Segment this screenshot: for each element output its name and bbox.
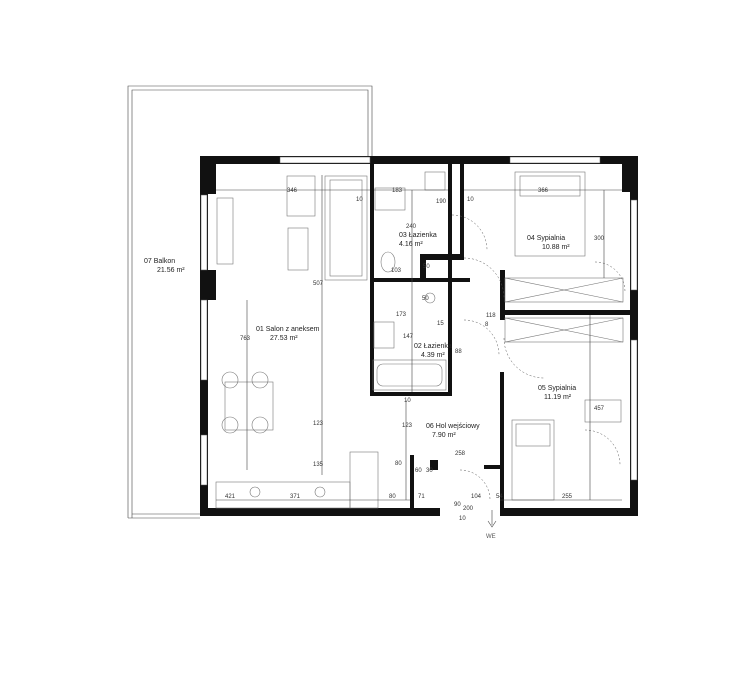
dim-label: 30 <box>426 468 433 474</box>
dim-label: 147 <box>403 334 414 340</box>
dim-label: 371 <box>290 494 301 500</box>
dim-label: 50 <box>423 264 430 270</box>
dim-label: 258 <box>455 451 466 457</box>
room-06-area: 7.90 m² <box>432 432 456 439</box>
dim-label: 255 <box>562 494 573 500</box>
room-01-area: 27.53 m² <box>270 335 298 342</box>
dim-label: 123 <box>402 423 413 429</box>
dim-label: 200 <box>463 506 474 512</box>
room-04-area: 10.88 m² <box>542 244 570 251</box>
room-05-area: 11.19 m² <box>544 394 572 401</box>
dim-label: 123 <box>313 421 324 427</box>
dim-label: 240 <box>406 224 417 230</box>
dim-label: 190 <box>436 199 447 205</box>
dimension-lines <box>216 175 622 501</box>
dim-label: 50 <box>422 296 429 302</box>
dim-label: 54 <box>496 494 503 500</box>
room-02-area: 4.39 m² <box>421 352 445 359</box>
furniture <box>215 171 624 509</box>
room-06-name: 06 Hol wejściowy <box>426 423 480 430</box>
dim-label: 103 <box>391 268 402 274</box>
dim-label: 10 <box>356 197 363 203</box>
dim-label: 366 <box>538 188 549 194</box>
dim-label: 8 <box>485 322 489 328</box>
dim-label: 60 <box>415 468 422 474</box>
dim-label: 80 <box>389 494 396 500</box>
dim-label: 183 <box>392 188 403 194</box>
windows <box>200 156 638 486</box>
door-swings <box>451 214 626 501</box>
entrance-marker: WE <box>486 510 497 540</box>
dim-label: 90 <box>454 502 461 508</box>
dim-label: 71 <box>418 494 425 500</box>
exterior-walls <box>200 156 638 516</box>
dim-label: 300 <box>594 236 605 242</box>
dim-label: 104 <box>471 494 482 500</box>
dim-label: 10 <box>404 398 411 404</box>
interior-walls <box>370 164 630 510</box>
dim-label: 421 <box>225 494 236 500</box>
room-labels: 01 Salon z aneksem 27.53 m² 02 Łazienka … <box>144 232 576 439</box>
dim-label: 173 <box>396 312 407 318</box>
balcony-outline <box>127 85 373 519</box>
room-07-name: 07 Balkon <box>144 258 175 265</box>
room-03-name: 03 Łazienka <box>399 232 437 239</box>
dim-label: 10 <box>459 516 466 522</box>
entrance-label: WE <box>486 534 496 540</box>
room-07-area: 21.56 m² <box>157 267 185 274</box>
dim-label: 80 <box>395 461 402 467</box>
dimension-labels: 346 183 366 10 190 240 10 300 507 763 10… <box>225 188 605 522</box>
dim-label: 457 <box>594 406 605 412</box>
dim-label: 88 <box>455 349 462 355</box>
dim-label: 763 <box>240 336 251 342</box>
dim-label: 135 <box>313 462 324 468</box>
dim-label: 346 <box>287 188 298 194</box>
room-01-name: 01 Salon z aneksem <box>256 326 320 333</box>
dim-label: 15 <box>437 321 444 327</box>
room-02-name: 02 Łazienka <box>414 343 452 350</box>
room-03-area: 4.16 m² <box>399 241 423 248</box>
room-05-name: 05 Sypialnia <box>538 385 576 392</box>
dim-label: 10 <box>467 197 474 203</box>
room-04-name: 04 Sypialnia <box>527 235 565 242</box>
dim-label: 507 <box>313 281 324 287</box>
dim-label: 118 <box>486 313 496 319</box>
